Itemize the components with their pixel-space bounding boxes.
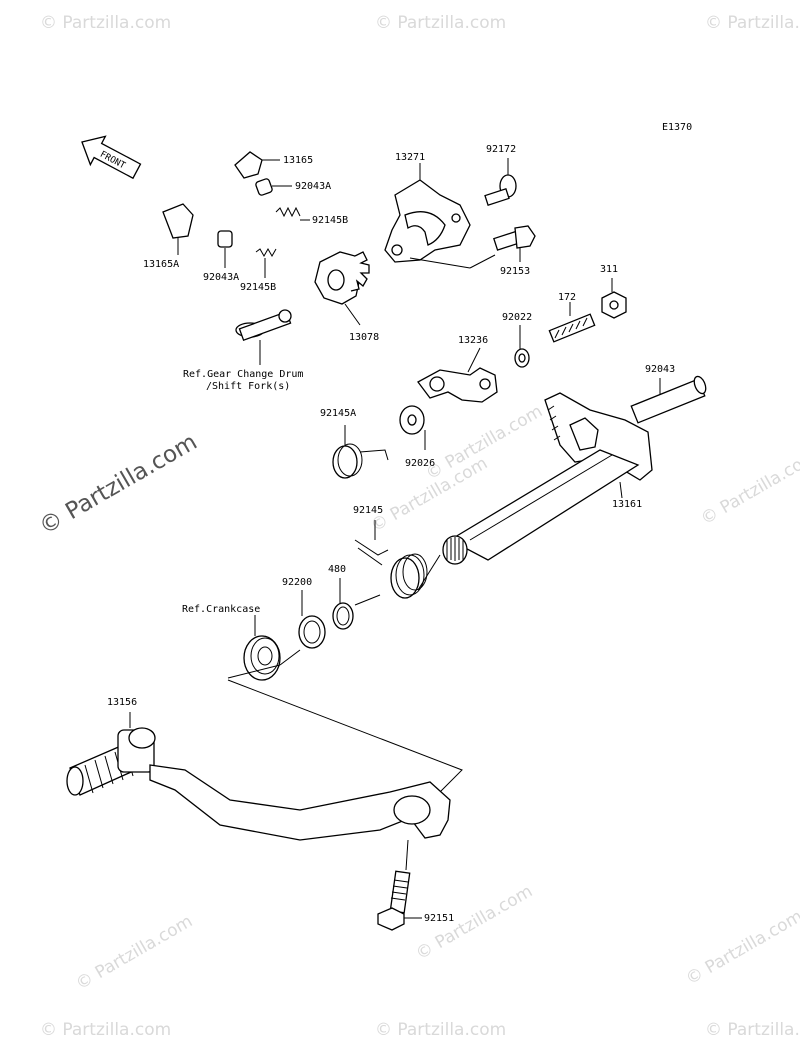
pin-92043: 92043 [630,364,707,424]
label-13271: 13271 [395,152,425,163]
watermark: © Partzilla.com [40,13,171,33]
ref-crankcase: Ref.Crankcase [182,604,260,615]
shift-pedal-13156: 13156 [66,697,451,841]
label-480: 480 [328,564,346,575]
watermark: © Partzilla.com [73,911,197,994]
label-92022: 92022 [502,312,532,323]
gear-drum-stud: Ref.Gear Change Drum /Shift Fork(s) [183,309,303,392]
label-92151: 92151 [424,913,454,924]
ref-gear-drum-line1: Ref.Gear Change Drum [183,369,303,380]
bolt-92153: 92153 [493,225,536,277]
watermark: © Partzilla.com [705,1020,800,1040]
spring-92145: 92145 [353,505,428,599]
label-92145: 92145 [353,505,383,516]
diagram-code: E1370 [662,122,692,133]
pin-92043A-top: 92043A [255,178,331,196]
spring-92145B-top: 92145B [275,206,348,226]
shift-lever-13236: 13236 [417,335,498,403]
spring-92145B: 92145B [240,247,277,293]
washer-92022: 92022 [502,312,532,368]
label-13165A: 13165A [143,259,179,270]
label-92043A: 92043A [203,272,239,283]
bolt-92151: 92151 [377,839,454,931]
screw-92172: 92172 [484,144,517,206]
shift-pawl-13165: 13165 [234,151,313,179]
watermark: © Partzilla.com [375,1020,506,1040]
label-172: 172 [558,292,576,303]
ref-gear-drum-line2: /Shift Fork(s) [206,381,290,392]
label-13236: 13236 [458,335,488,346]
label-13078: 13078 [349,332,379,343]
spring-92145A: 92145A [320,408,389,479]
watermark-large: © Partzilla.com [35,429,202,540]
watermark: © Partzilla.com [40,1020,171,1040]
watermark: © Partzilla.com [698,446,800,529]
watermark: © Partzilla.com [375,13,506,33]
front-arrow-icon: FRONT [81,135,142,180]
label-311: 311 [600,264,618,275]
label-92153: 92153 [500,266,530,277]
label-92145A: 92145A [320,408,356,419]
watermark-group: © Partzilla.com © Partzilla.com © Partzi… [35,13,800,1040]
label-92145B: 92145B [240,282,276,293]
shift-drum-cam-13078: 13078 [314,251,379,343]
stud-172: 172 [548,292,596,343]
watermark: © Partzilla.com [683,906,800,989]
label-13165: 13165 [283,155,313,166]
watermark: © Partzilla.com [705,13,800,33]
washer-92026: 92026 [399,405,435,469]
circlip-480: 480 [328,564,354,630]
washer-92200: 92200 [282,577,326,649]
label-92172: 92172 [486,144,516,155]
label-13156: 13156 [107,697,137,708]
label-92200: 92200 [282,577,312,588]
nut-311: 311 [600,264,627,319]
shift-shaft-13161: 13161 [442,392,653,565]
alignment-lines [227,554,463,793]
label-92026: 92026 [405,458,435,469]
shift-mechanism-plate-13271: 13271 [384,152,496,269]
label-92043A-top: 92043A [295,181,331,192]
label-92145B-top: 92145B [312,215,348,226]
shift-pawl-13165A: 13165A [143,203,194,270]
label-13161: 13161 [612,499,642,510]
pin-92043A: 92043A [203,230,239,283]
label-92043: 92043 [645,364,675,375]
crankcase-seal: Ref.Crankcase [182,604,281,681]
